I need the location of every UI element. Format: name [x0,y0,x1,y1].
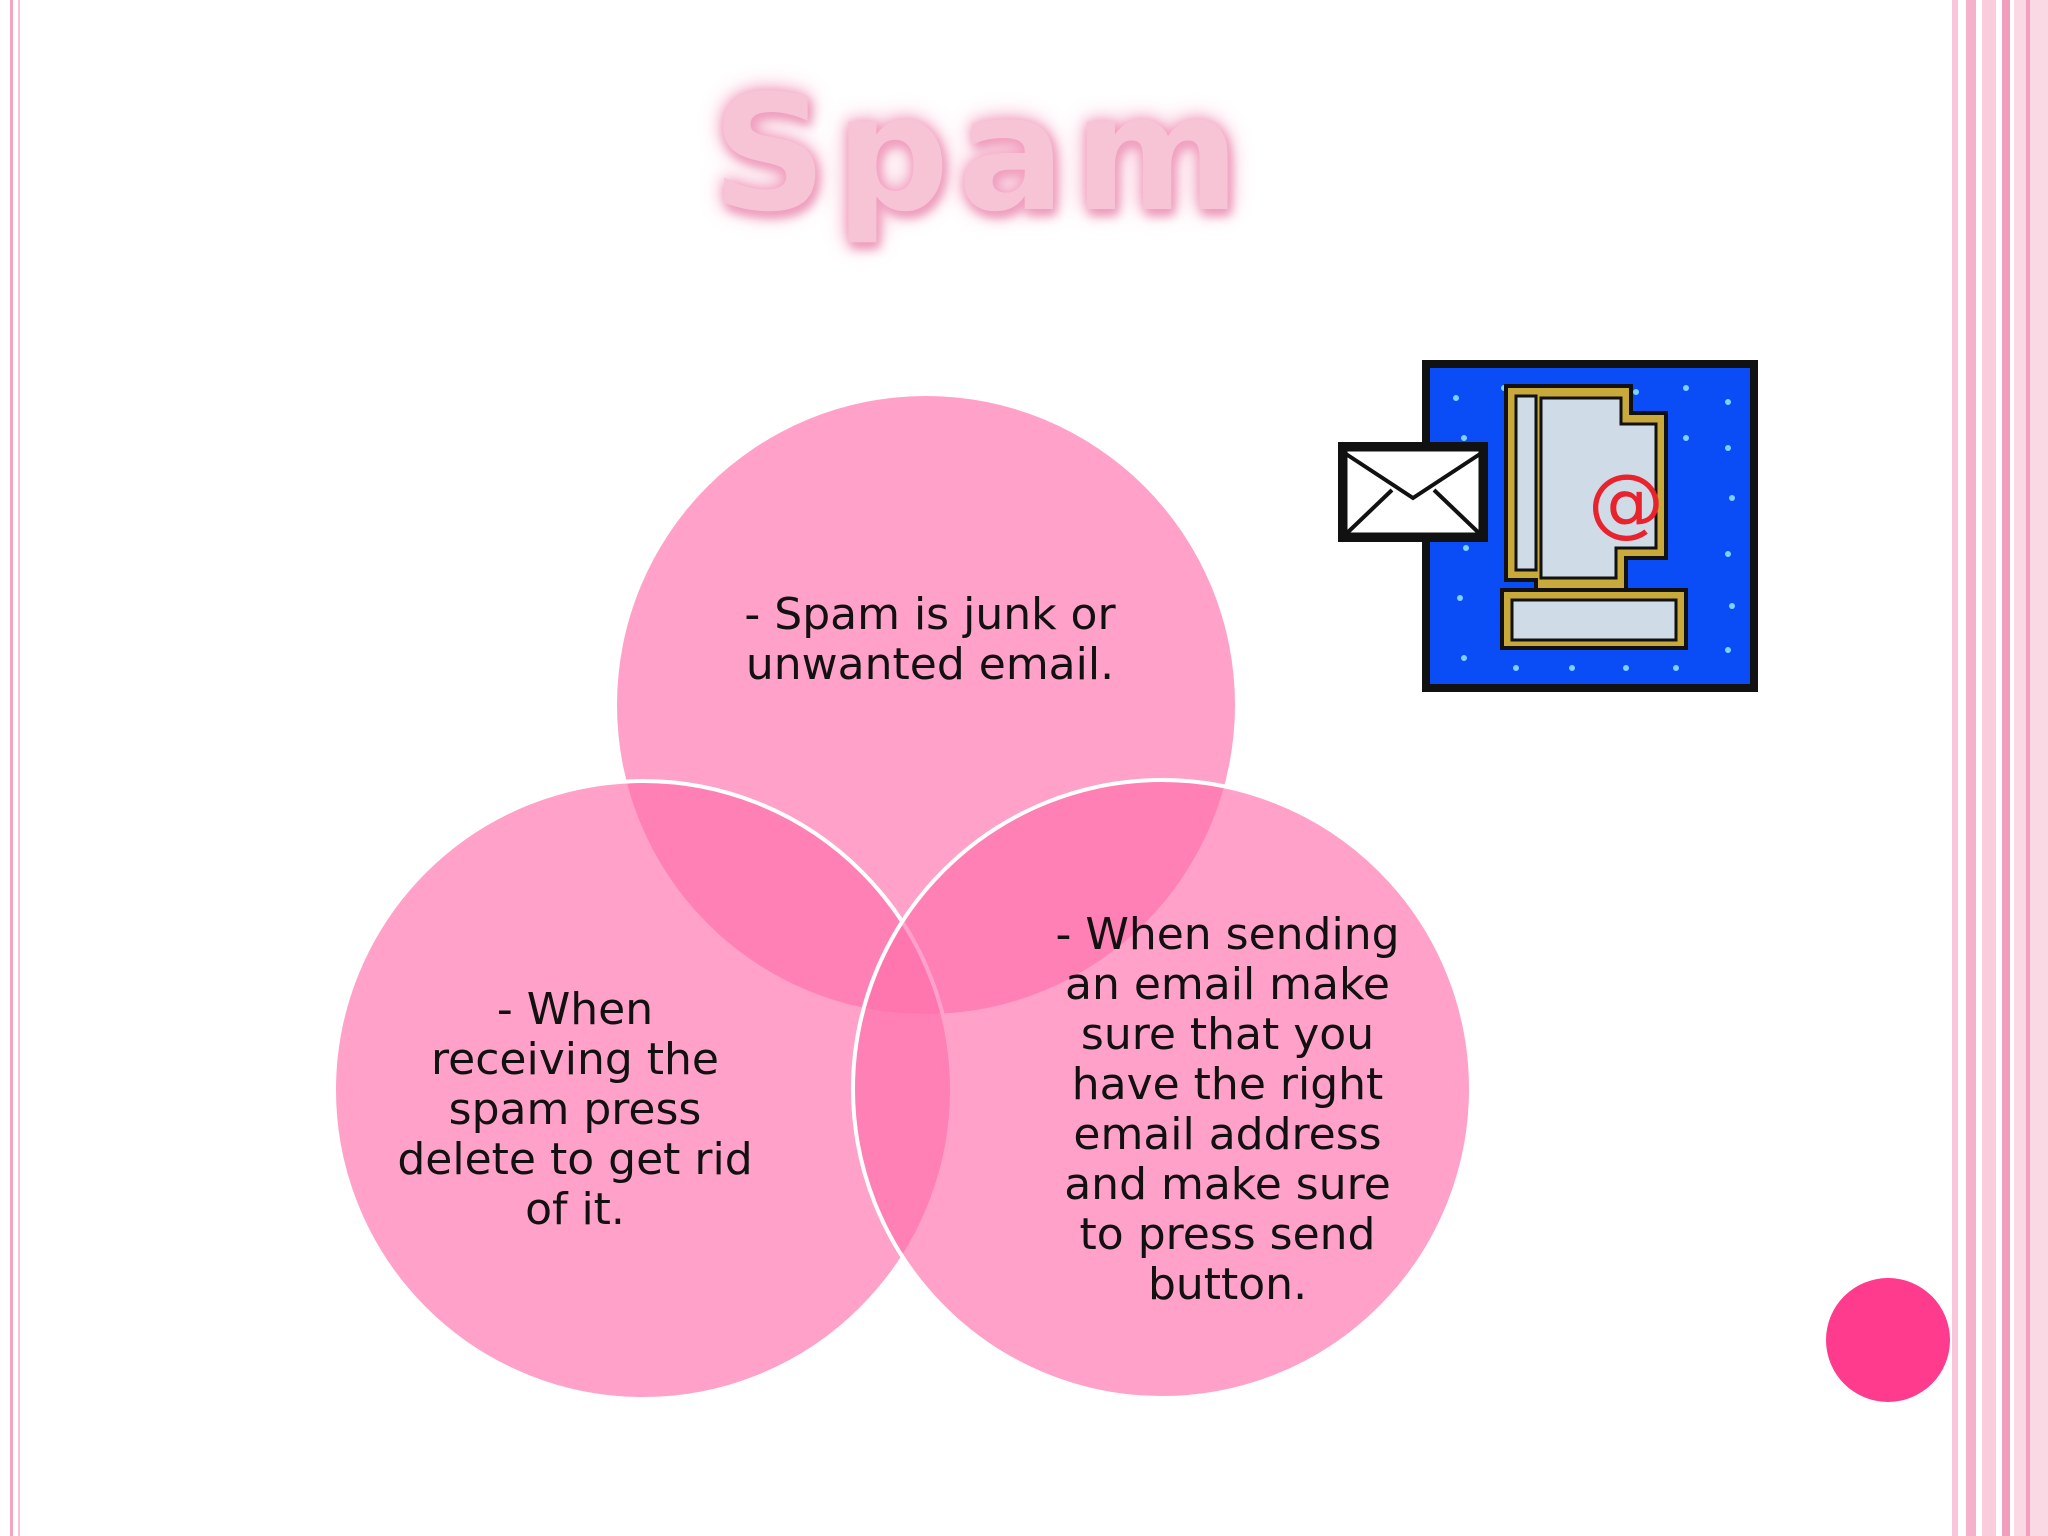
slide-title: Spam [711,60,1249,247]
venn-text-top: - Spam is junk or unwanted email. [744,589,1116,690]
accent-dot [1826,1278,1950,1402]
right-border-stripes [1952,0,2048,1536]
right-stripe-3 [1982,0,1996,1536]
at-symbol: @ [1588,457,1664,546]
left-border-line-inner [18,0,20,1536]
right-stripe-1 [1952,0,1958,1536]
right-stripe-6 [2026,0,2030,1536]
venn-text-right: - When sending an email make sure that y… [1055,909,1400,1310]
venn-text-left: - When receiving the spam press delete t… [397,984,753,1235]
right-stripe-5 [2014,0,2048,1536]
right-stripe-4 [2002,0,2010,1536]
left-border-line [10,0,13,1536]
venn-circle-right [851,778,1473,1400]
email-computer-icon: @ [1338,360,1758,692]
right-stripe-2 [1966,0,1976,1536]
